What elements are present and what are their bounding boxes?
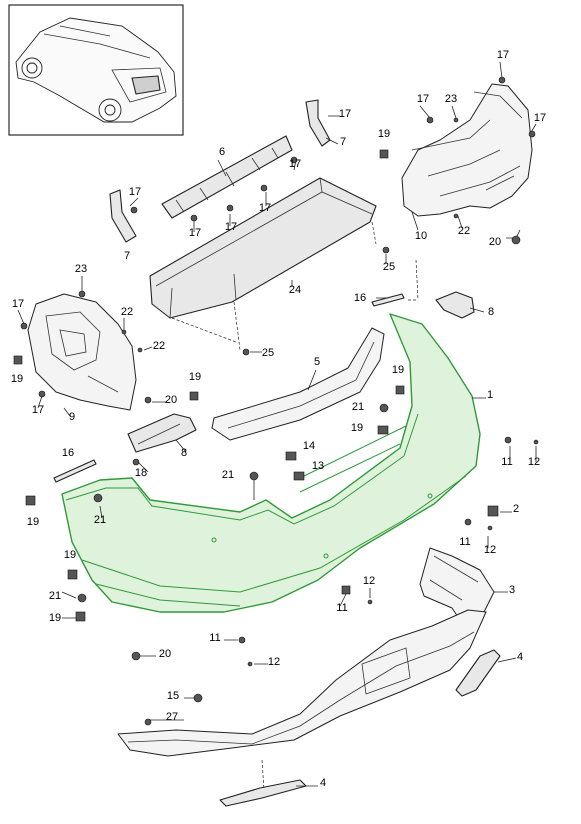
callout-21: 21 (49, 590, 61, 602)
callout-23: 23 (75, 263, 87, 275)
callout-17: 17 (534, 112, 546, 124)
callout-21: 21 (222, 469, 234, 481)
callout-16: 16 (62, 447, 74, 459)
part-24-bumper-beam (149, 177, 377, 351)
callout-10: 10 (415, 230, 427, 242)
part-16-trim-strips (53, 293, 405, 483)
callout-24: 24 (289, 284, 301, 296)
callout-3: 3 (509, 584, 515, 596)
callout-12: 12 (363, 575, 375, 587)
callout-7: 7 (124, 250, 130, 262)
callout-11: 11 (209, 632, 220, 644)
callout-17: 17 (225, 221, 237, 233)
part-8-brackets (127, 291, 475, 453)
part-1-bumper-cover (61, 313, 481, 613)
callout-14: 14 (303, 440, 315, 452)
callout-22: 22 (121, 306, 133, 318)
callout-19: 19 (378, 128, 390, 140)
callout-17: 17 (32, 404, 44, 416)
callout-12: 12 (528, 456, 540, 468)
callout-19: 19 (11, 373, 23, 385)
callout-17: 17 (289, 158, 301, 170)
callout-8: 8 (181, 447, 187, 459)
callout-22: 22 (153, 340, 165, 352)
callout-2: 2 (513, 503, 519, 515)
callout-7: 7 (340, 136, 346, 148)
callout-11: 11 (336, 602, 347, 614)
lower-diffuser (117, 609, 487, 757)
part-10-carrier-right (401, 83, 533, 217)
callout-15: 15 (167, 690, 179, 702)
callout-19: 19 (64, 549, 76, 561)
callout-21: 21 (352, 401, 364, 413)
callout-17: 17 (497, 49, 509, 61)
callout-1: 1 (487, 389, 493, 401)
callout-13: 13 (312, 460, 324, 472)
callout-19: 19 (392, 364, 404, 376)
part-5-cover-strip (211, 327, 385, 441)
callout-11: 11 (501, 456, 512, 468)
callout-17: 17 (189, 227, 201, 239)
callout-5: 5 (314, 356, 320, 368)
part-9-carrier-left (27, 293, 137, 411)
callout-4: 4 (320, 777, 326, 789)
vehicle-thumbnail (8, 4, 184, 136)
callout-19: 19 (49, 612, 61, 624)
callout-27: 27 (166, 711, 178, 723)
callout-20: 20 (489, 236, 501, 248)
callout-17: 17 (339, 108, 351, 120)
part-4-trim-strips (219, 649, 501, 807)
callout-6: 6 (219, 146, 225, 158)
callout-19: 19 (27, 516, 39, 528)
callout-12: 12 (484, 544, 496, 556)
callout-11: 11 (459, 536, 470, 548)
callout-21: 21 (94, 514, 106, 526)
callout-18: 18 (135, 467, 147, 479)
callout-23: 23 (445, 93, 457, 105)
leader-lines (17, 61, 537, 791)
callout-8: 8 (488, 306, 494, 318)
callout-17: 17 (129, 186, 141, 198)
callout-9: 9 (69, 411, 75, 423)
part-6-bracket (161, 135, 293, 219)
callout-20: 20 (159, 648, 171, 660)
callout-19: 19 (351, 422, 363, 434)
callout-25: 25 (262, 347, 274, 359)
callout-25: 25 (383, 261, 395, 273)
callout-16: 16 (354, 292, 366, 304)
callout-17: 17 (417, 93, 429, 105)
callout-17: 17 (12, 298, 24, 310)
callout-20: 20 (165, 394, 177, 406)
callout-4: 4 (517, 651, 523, 663)
fasteners (13, 76, 539, 726)
callout-12: 12 (268, 656, 280, 668)
callout-22: 22 (458, 225, 470, 237)
callout-19: 19 (189, 371, 201, 383)
callout-17: 17 (259, 202, 271, 214)
